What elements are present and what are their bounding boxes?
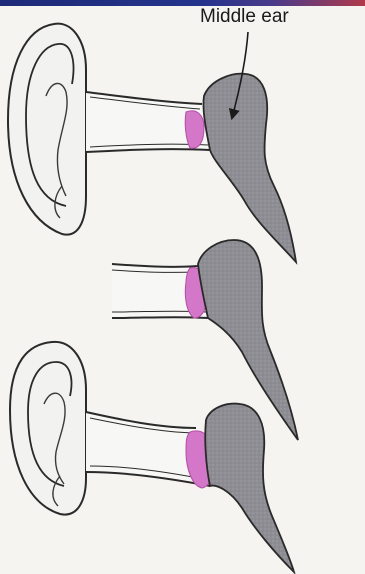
panel-2-canal (112, 240, 298, 440)
panel-1-cerumen (185, 111, 204, 148)
panel-3-ear (10, 342, 294, 572)
panel-3-middle-ear (205, 404, 294, 572)
panel-1-ear (8, 24, 296, 262)
panel-3-auricle (10, 342, 86, 515)
panel-1-auricle (8, 24, 86, 235)
panel-1-middle-ear (203, 74, 296, 262)
